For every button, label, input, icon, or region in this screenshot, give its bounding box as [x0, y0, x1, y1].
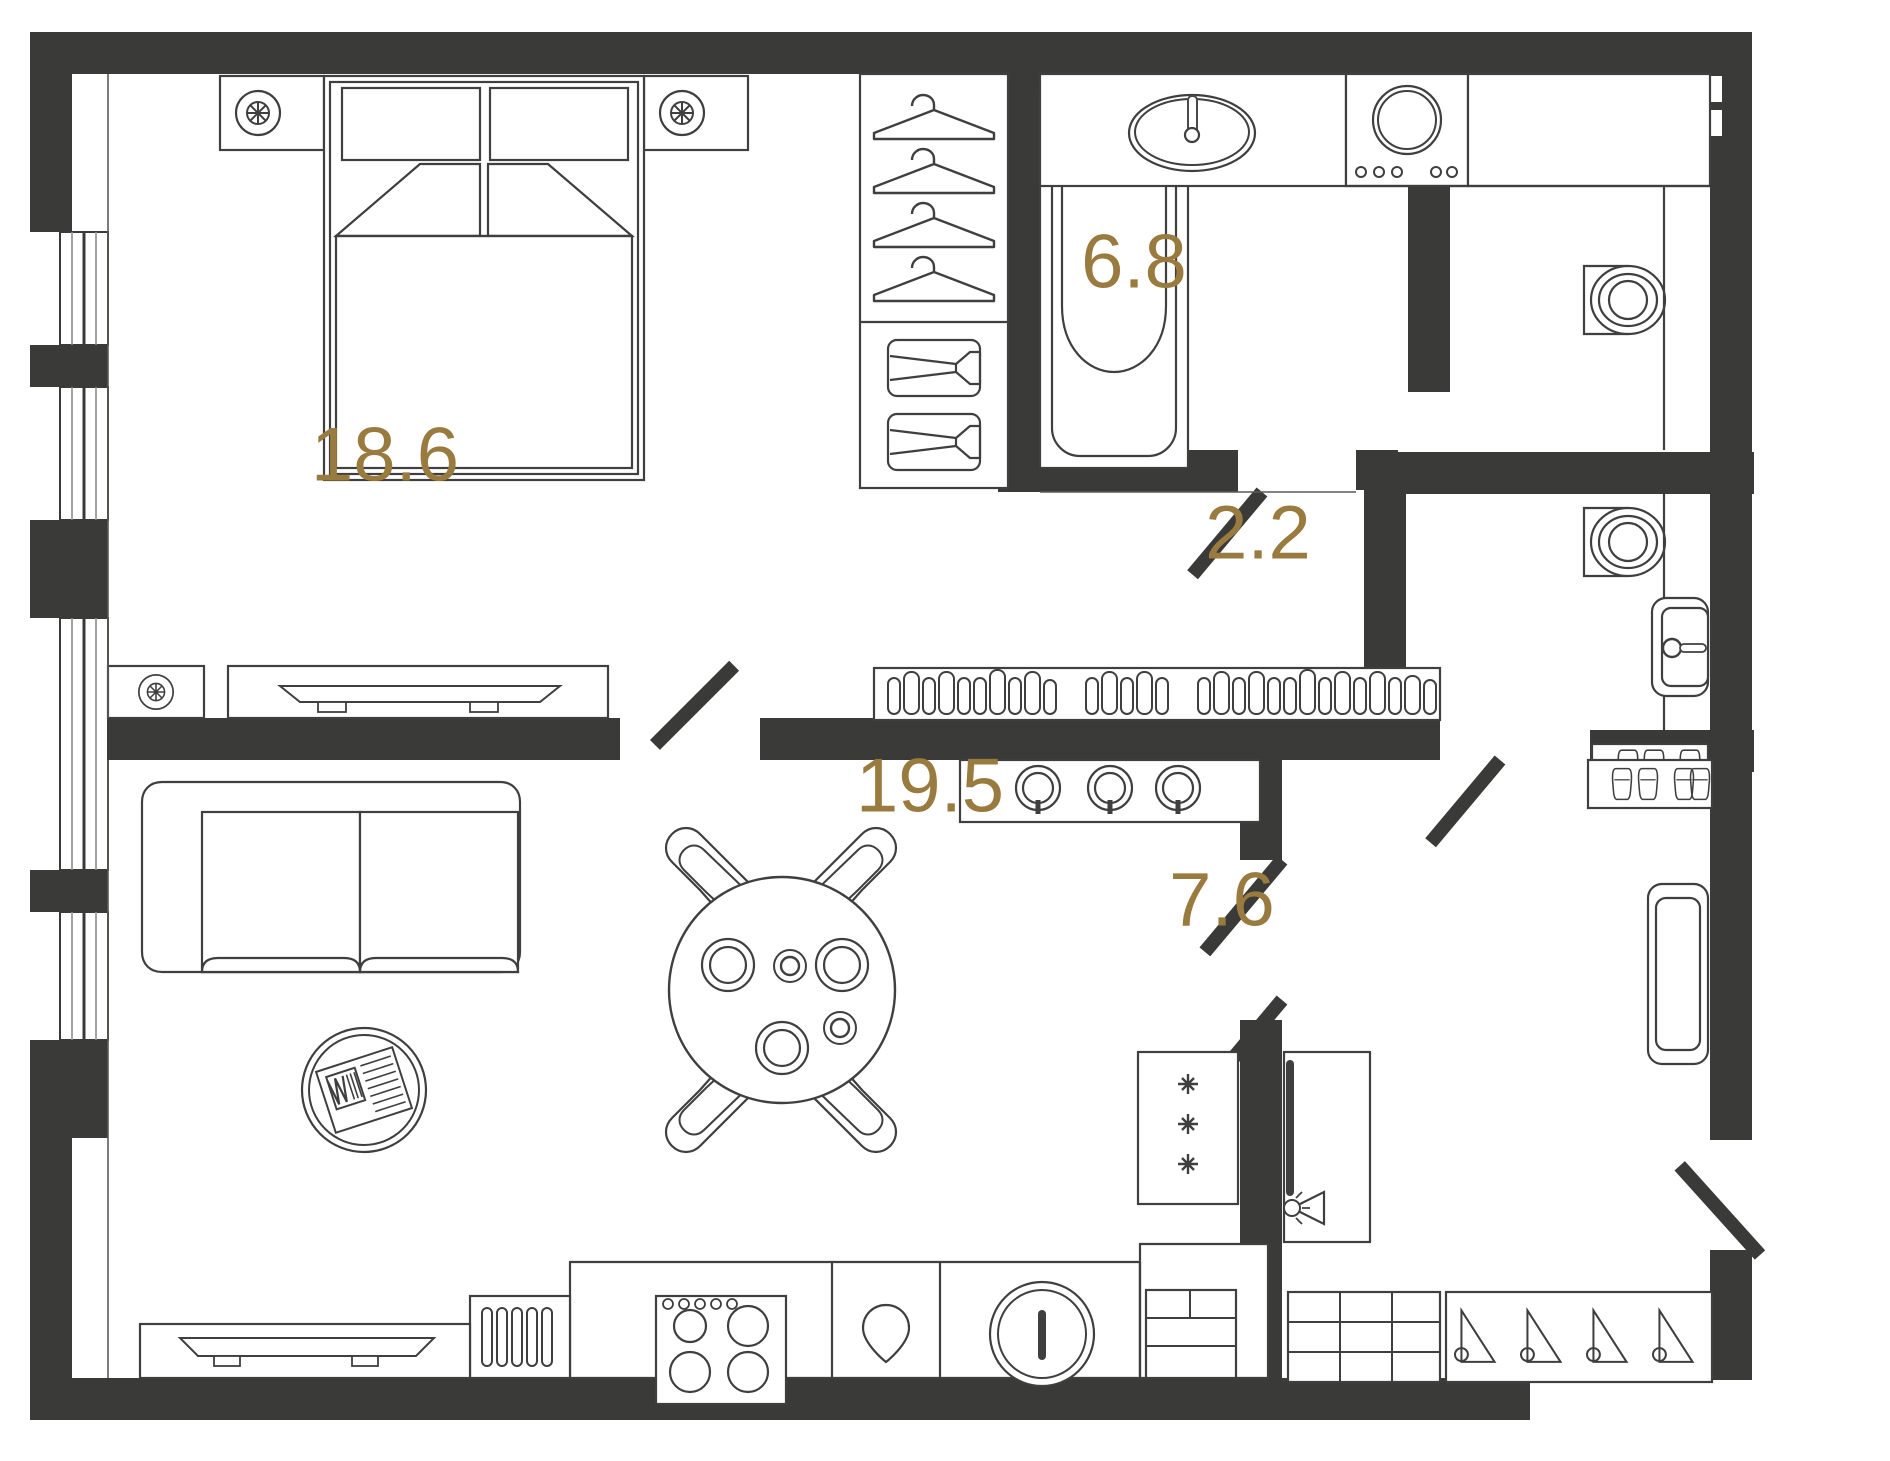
area-label-wc: 2.2 — [1205, 490, 1311, 576]
radiator-living-bottom — [468, 1294, 572, 1380]
bookshelf-partition — [872, 666, 1442, 722]
area-label-living-kitchen: 19.5 — [856, 743, 1004, 829]
freezer-icon — [1136, 1050, 1240, 1206]
bedroom-furniture — [218, 74, 750, 482]
window-bedroom-lower — [59, 386, 109, 521]
shoe-rack-wc — [1586, 758, 1714, 810]
dining-set-icon — [664, 826, 898, 1154]
console-shelf-living — [138, 1322, 472, 1380]
windows — [59, 231, 109, 1041]
bathroom-fixtures — [1038, 72, 1712, 470]
room-outlines — [107, 74, 1356, 1378]
bathroom-sink-icon — [1038, 72, 1348, 188]
area-label-hallway: 7.6 — [1169, 857, 1275, 943]
entry-cubbies-icon — [1286, 1290, 1442, 1384]
window-bedroom-upper — [59, 231, 109, 346]
sofa-icon — [140, 780, 522, 974]
hallway-furniture — [1286, 742, 1714, 1384]
toilet-wc-icon — [1582, 506, 1667, 578]
washing-machine-icon — [1344, 72, 1470, 188]
hall-bench-icon — [1646, 882, 1710, 1066]
magazine-icon — [314, 1045, 414, 1135]
area-label-bathroom: 6.8 — [1081, 219, 1187, 305]
plant-stand-bedroom — [106, 664, 206, 720]
area-label-bedroom: 18.6 — [311, 412, 459, 498]
wc-fixtures — [1582, 494, 1710, 730]
toilet-bathroom-icon — [1582, 264, 1667, 336]
wall-lamp-icon — [1283, 1190, 1326, 1226]
coffee-table-icon — [300, 1026, 428, 1154]
window-living-upper — [59, 617, 109, 871]
window-living-lower — [59, 911, 109, 1041]
wardrobe — [858, 72, 1010, 490]
pendant-lights — [958, 758, 1262, 824]
wall-mirror-icon — [1282, 1050, 1372, 1244]
console-shelf-bedroom — [226, 664, 610, 720]
refrigerator-icon — [1144, 1288, 1238, 1380]
kitchen-stove-icon — [654, 1294, 788, 1406]
wc-sink-icon — [1650, 596, 1710, 698]
kitchen-sink-icon — [988, 1280, 1096, 1388]
coat-hooks-icon — [1444, 1290, 1714, 1384]
kitchen-tap-icon — [861, 1303, 911, 1364]
kitchen-furniture — [138, 1050, 1372, 1406]
